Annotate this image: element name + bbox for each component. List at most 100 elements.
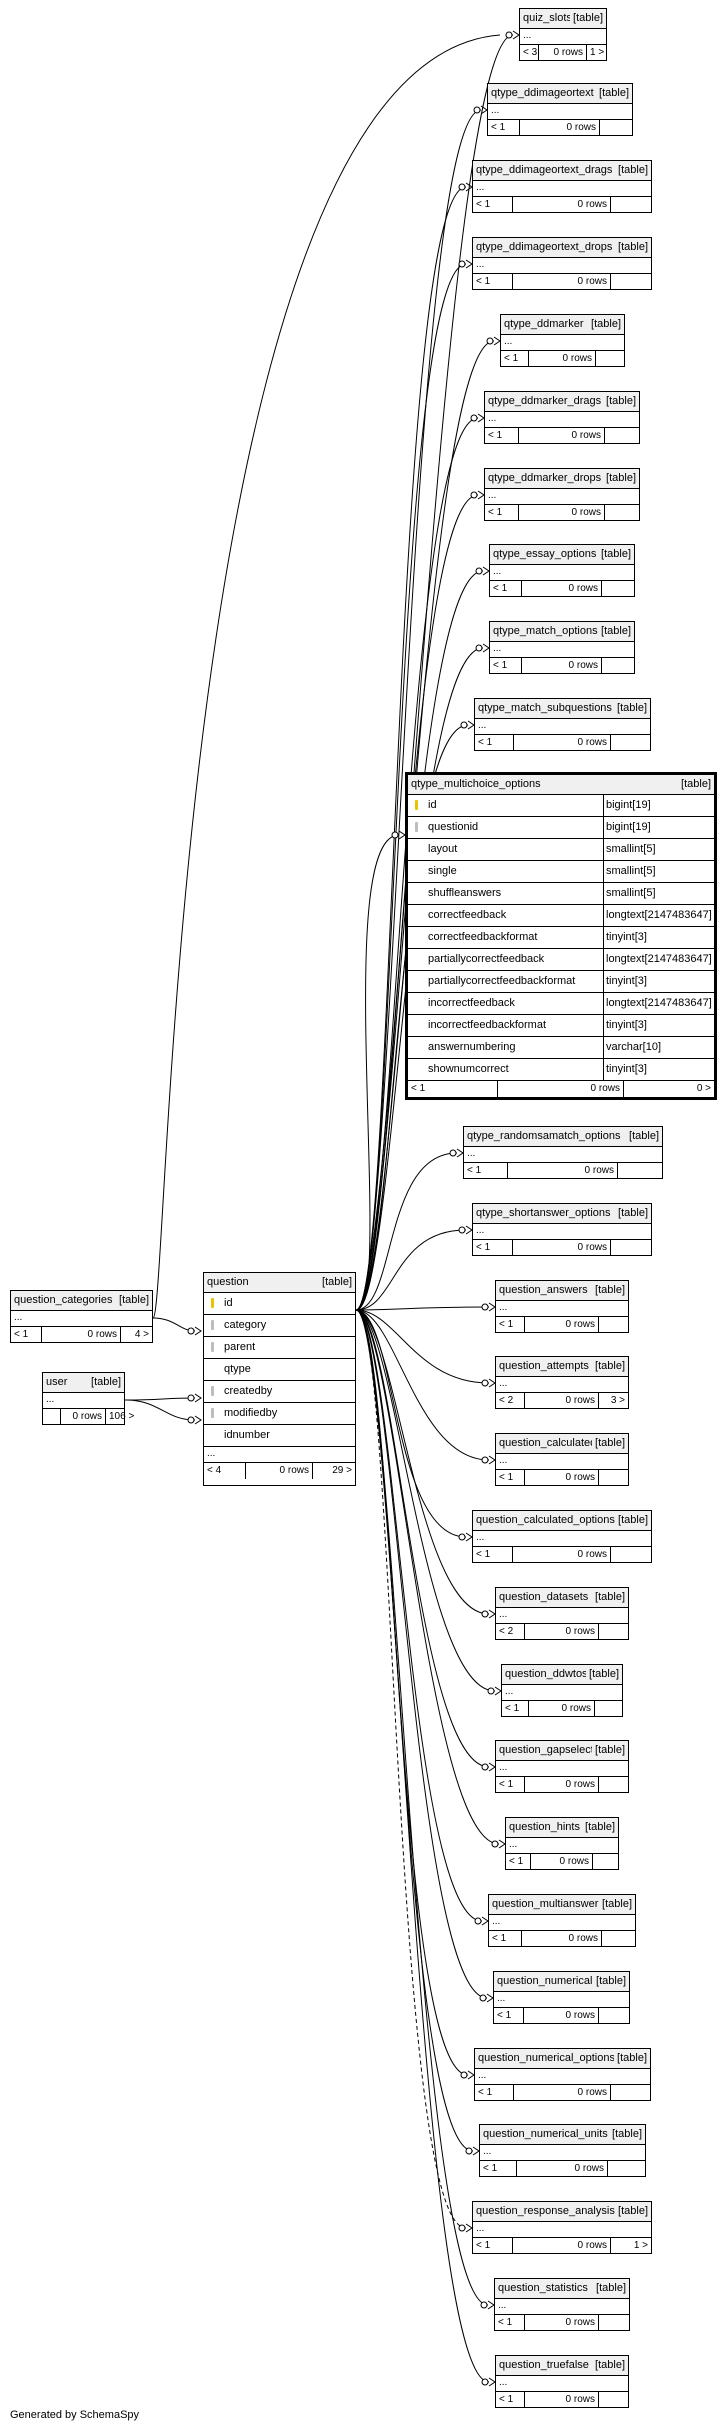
parents-count[interactable]: < 2: [496, 1393, 525, 1409]
children-count[interactable]: 106 >: [109, 1411, 135, 1422]
parents-count[interactable]: < 3: [520, 45, 539, 61]
parents-count[interactable]: < 1: [485, 505, 519, 521]
children-count[interactable]: [611, 1240, 651, 1256]
table-question-calculated-options[interactable]: question_calculated_options[table]...< 1…: [472, 1510, 652, 1563]
children-count[interactable]: [611, 197, 651, 213]
parents-count[interactable]: < 1: [473, 1240, 513, 1256]
children-count[interactable]: [602, 581, 634, 597]
parents-count[interactable]: < 1: [480, 2161, 517, 2177]
parents-count[interactable]: < 1: [496, 1470, 525, 1486]
children-count[interactable]: [618, 1163, 662, 1179]
children-count[interactable]: 1 >: [590, 47, 605, 58]
column-row[interactable]: modifiedby: [204, 1403, 355, 1425]
parents-count[interactable]: < 1: [473, 197, 513, 213]
children-count[interactable]: [611, 1547, 651, 1563]
children-count[interactable]: 1 >: [633, 2240, 648, 2251]
parents-count[interactable]: < 4: [204, 1463, 246, 1479]
children-count[interactable]: [600, 120, 632, 136]
parents-count[interactable]: < 1: [495, 2315, 525, 2331]
children-count[interactable]: [599, 1777, 628, 1793]
children-count[interactable]: [596, 351, 624, 367]
children-count[interactable]: [605, 428, 639, 444]
parents-count[interactable]: < 1: [408, 1081, 498, 1097]
parents-count[interactable]: < 1: [11, 1327, 42, 1343]
column-row[interactable]: id: [204, 1293, 355, 1315]
parents-count[interactable]: < 1: [475, 2085, 514, 2101]
children-count[interactable]: [611, 735, 650, 751]
parents-count[interactable]: < 1: [494, 2008, 524, 2024]
parents-count[interactable]: [43, 1409, 61, 1425]
table-qtype-randomsamatch-options[interactable]: qtype_randomsamatch_options[table]...< 1…: [463, 1126, 663, 1179]
parents-count[interactable]: < 1: [485, 428, 519, 444]
parents-count[interactable]: < 1: [496, 1317, 525, 1333]
children-count[interactable]: [599, 2392, 628, 2408]
column-row[interactable]: qtype: [204, 1359, 355, 1381]
children-count[interactable]: [599, 1470, 628, 1486]
children-count[interactable]: [602, 658, 634, 674]
children-count[interactable]: [599, 1317, 628, 1333]
parents-count[interactable]: < 1: [489, 1931, 522, 1947]
parents-count[interactable]: < 1: [473, 274, 513, 290]
parents-count[interactable]: < 1: [475, 735, 514, 751]
parents-count[interactable]: < 1: [490, 581, 522, 597]
column-row[interactable]: parent: [204, 1337, 355, 1359]
children-count[interactable]: 0 >: [696, 1083, 711, 1094]
children-count[interactable]: 29 >: [332, 1465, 352, 1476]
parents-count[interactable]: < 1: [496, 2392, 525, 2408]
children-count[interactable]: [608, 2161, 645, 2177]
parents-count[interactable]: < 1: [488, 120, 520, 136]
parents-count[interactable]: < 1: [502, 1701, 529, 1717]
children-count[interactable]: 3 >: [610, 1395, 625, 1406]
children-count[interactable]: [611, 274, 651, 290]
children-count[interactable]: [599, 2315, 629, 2331]
column-row[interactable]: createdby: [204, 1381, 355, 1403]
children-count[interactable]: [595, 1701, 622, 1717]
column-row[interactable]: category: [204, 1315, 355, 1337]
children-count[interactable]: [599, 2008, 629, 2024]
parents-count[interactable]: < 1: [473, 1547, 513, 1563]
children-count[interactable]: [602, 1931, 635, 1947]
parents-count[interactable]: < 1: [473, 2238, 513, 2254]
parents-count[interactable]: < 1: [501, 351, 529, 367]
parents-count[interactable]: < 1: [496, 1777, 525, 1793]
children-count[interactable]: 4 >: [134, 1329, 149, 1340]
children-count[interactable]: [611, 2085, 650, 2101]
parents-count[interactable]: < 2: [496, 1624, 525, 1640]
parents-count[interactable]: < 1: [464, 1163, 508, 1179]
